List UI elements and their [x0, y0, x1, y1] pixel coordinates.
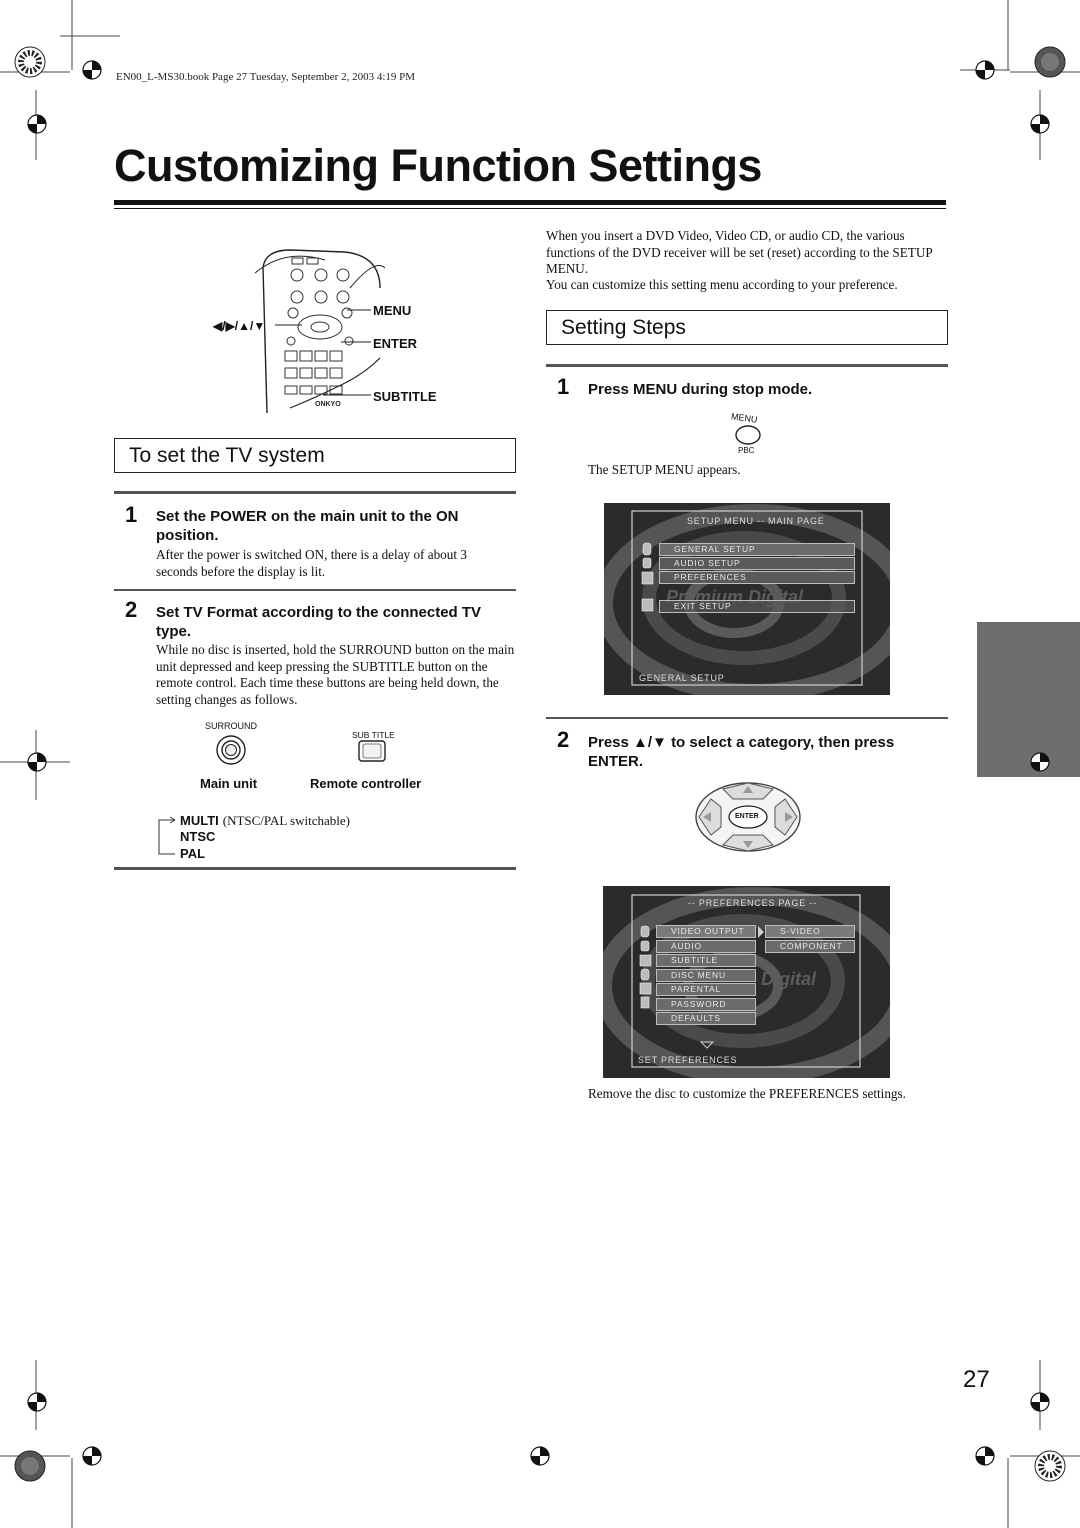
pref-item-parental: PARENTAL — [656, 983, 756, 996]
pref-item-audio: AUDIO — [656, 940, 756, 953]
step-body: While no disc is inserted, hold the SURR… — [156, 642, 515, 707]
menu-button-icon — [735, 425, 761, 445]
step-number: 1 — [125, 502, 138, 527]
divider — [114, 867, 516, 870]
cycle-arrow-icon — [158, 816, 176, 855]
step-number: 2 — [125, 597, 138, 622]
arrow-keys-label: ◀/▶/▲/▼ — [213, 319, 266, 333]
step-title: Press ▲/▼ to select a category, then pre… — [588, 734, 895, 770]
step-number: 2 — [557, 727, 570, 752]
arrow-pad-enter-icon — [695, 782, 801, 852]
setup-menu-main-page-screenshot: SETUP MENU -- MAIN PAGE GENERAL SETUP AU… — [604, 503, 890, 695]
pref-item-defaults: DEFAULTS — [656, 1012, 756, 1025]
step-body: After the power is switched ON, there is… — [156, 547, 467, 579]
divider — [546, 717, 948, 719]
screen-footer: SET PREFERENCES — [638, 1055, 738, 1065]
menu-item-exit-setup: EXIT SETUP — [659, 600, 855, 613]
screen-title: -- PREFERENCES PAGE -- — [688, 898, 817, 908]
ntsc-label: NTSC — [180, 829, 216, 844]
screen-footer: GENERAL SETUP — [639, 673, 725, 683]
remote-controller-label: Remote controller — [310, 776, 422, 791]
step-title: Set TV Format according to the connected… — [156, 604, 482, 640]
book-info-header: EN00_L-MS30.book Page 27 Tuesday, Septem… — [116, 71, 416, 83]
multi-note: (NTSC/PAL switchable) — [222, 813, 350, 828]
enter-button-label: ENTER — [735, 813, 759, 820]
intro-paragraph: When you insert a DVD Video, Video CD, o… — [546, 228, 933, 277]
pref-item-subtitle: SUBTITLE — [656, 954, 756, 967]
divider — [114, 491, 516, 494]
pref-icons — [639, 925, 652, 1009]
screen-title: SETUP MENU -- MAIN PAGE — [687, 516, 825, 526]
pref-item-disc-menu: DISC MENU — [656, 969, 756, 982]
divider — [114, 589, 516, 591]
step-title: Press MENU during stop mode. — [588, 381, 813, 398]
final-note: Remove the disc to customize the PREFERE… — [588, 1086, 906, 1101]
surround-button-label: SURROUND — [205, 721, 258, 731]
main-unit-label: Main unit — [200, 776, 258, 791]
pal-label: PAL — [180, 846, 206, 861]
menu-item-preferences: PREFERENCES — [659, 571, 855, 584]
menu-label: MENU — [373, 303, 412, 318]
multi-label: MULTI — [180, 813, 219, 828]
step-number: 1 — [557, 374, 570, 399]
menu-item-general-setup: GENERAL SETUP — [659, 543, 855, 556]
title-rule-thick — [114, 200, 946, 205]
subtitle-button-icon — [358, 740, 386, 762]
menu-item-audio-setup: AUDIO SETUP — [659, 557, 855, 570]
menu-icons — [641, 542, 654, 612]
step-title: Set the POWER on the main unit to the ON… — [156, 508, 459, 544]
step-note: The SETUP MENU appears. — [588, 462, 741, 477]
page-number: 27 — [963, 1366, 990, 1393]
intro-paragraph-2: You can customize this setting menu acco… — [546, 277, 898, 292]
subtitle-label: SUBTITLE — [373, 389, 437, 404]
pref-item-video-output: VIDEO OUTPUT — [656, 925, 756, 938]
svg-text:ONKYO: ONKYO — [315, 401, 341, 408]
subtitle-button-label: SUB TITLE — [352, 730, 395, 740]
watermark-text: Digital — [761, 969, 817, 989]
title-rule-thin — [114, 208, 946, 209]
section-title-setting-steps: Setting Steps — [546, 310, 948, 345]
enter-label: ENTER — [373, 336, 418, 351]
section-title-tv-system: To set the TV system — [114, 438, 516, 473]
remote-control-illustration: ONKYO — [255, 249, 385, 413]
preferences-page-screenshot: -- PREFERENCES PAGE -- Digital Digital V… — [603, 886, 890, 1078]
pbc-label: PBC — [738, 446, 755, 455]
option-component: COMPONENT — [765, 940, 855, 953]
divider — [546, 364, 948, 367]
page-title: Customizing Function Settings — [114, 140, 762, 191]
pref-item-password: PASSWORD — [656, 998, 756, 1011]
surround-button-icon — [216, 735, 246, 765]
option-s-video: S-VIDEO — [765, 925, 855, 938]
cycle-multi: MULTI (NTSC/PAL switchable) — [180, 812, 350, 830]
